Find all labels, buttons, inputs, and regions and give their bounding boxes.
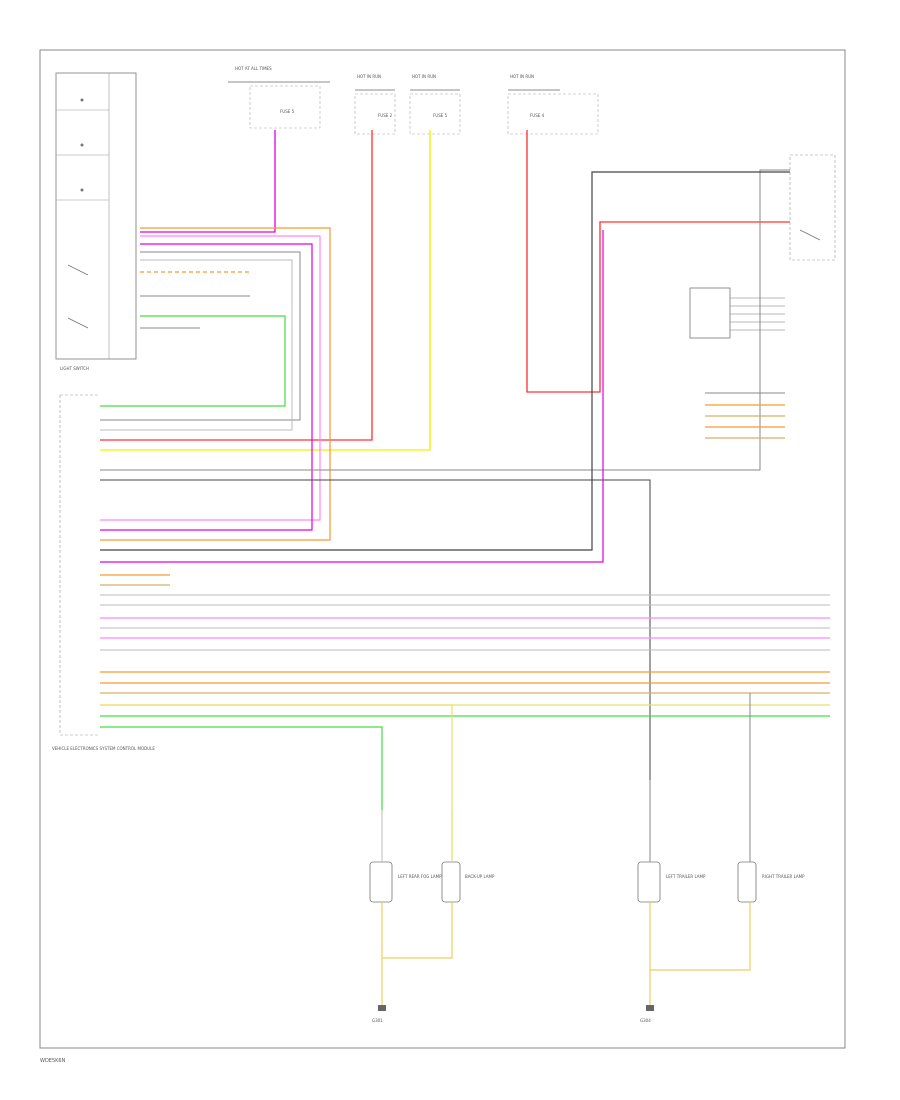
- control-module-label: VEHICLE ELECTRONICS SYSTEM CONTROL MODUL…: [52, 746, 155, 751]
- power-source-2: HOT IN RUN: [357, 74, 381, 79]
- wire-yellow-feed: [100, 130, 431, 451]
- lamp-4-label: RIGHT TRAILER LAMP: [762, 874, 805, 879]
- ground-g301: G301: [372, 1005, 386, 1023]
- lamp-right-trailer: RIGHT TRAILER LAMP: [737, 861, 805, 903]
- wire-bus-14: [100, 726, 383, 810]
- right-switch-component: [789, 154, 836, 261]
- sheet-border: [39, 49, 846, 1049]
- wire-lsw-3: [100, 243, 313, 531]
- sheet-code: WDE5K6N: [40, 1058, 66, 1064]
- power-source-3: HOT IN RUN: [412, 74, 436, 79]
- fuse-label-4: FUSE 4: [530, 113, 545, 118]
- wire-lsw-5: [100, 259, 293, 431]
- wire-bus-violet-1: [100, 230, 604, 563]
- wire-red-feed: [100, 130, 373, 441]
- light-switch-component: LIGHT SWITCH: [55, 72, 137, 371]
- wire-ground-left: [381, 902, 453, 1005]
- control-module-component: VEHICLE ELECTRONICS SYSTEM CONTROL MODUL…: [52, 394, 155, 751]
- fuse-label-2: FUSE 2: [378, 113, 393, 118]
- trailer-connector-wires: [705, 392, 785, 439]
- lamp-2-label: BACK-UP LAMP: [465, 874, 495, 879]
- connector-block: [689, 287, 785, 339]
- fuse-label-3: FUSE 5: [433, 113, 448, 118]
- wire-violet-feed: [140, 130, 276, 233]
- ground-g304-label: G304: [640, 1018, 651, 1023]
- power-source-4: HOT IN RUN: [510, 74, 534, 79]
- power-source-1: HOT AT ALL TIMES: [235, 66, 272, 71]
- wire-lsw-4: [100, 251, 301, 421]
- wire-ground-right: [649, 902, 751, 1005]
- fuse-label-1: FUSE 5: [280, 109, 295, 114]
- wire-lsw-2: [100, 235, 321, 521]
- wire-bus-gray-1: [100, 169, 790, 471]
- light-switch-label: LIGHT SWITCH: [60, 366, 89, 371]
- lamp-backup: BACK-UP LAMP: [441, 861, 495, 903]
- lamp-3-label: LEFT TRAILER LAMP: [666, 874, 706, 879]
- lamp-left-trailer: LEFT TRAILER LAMP: [637, 861, 706, 903]
- wire-bus-15: [100, 704, 453, 860]
- power-sources: HOT AT ALL TIMES HOT IN RUN HOT IN RUN H…: [228, 66, 599, 135]
- wire-lsw-1: [100, 227, 331, 541]
- wire-lsw-8: [100, 315, 286, 407]
- wire-pink-feed: [526, 130, 790, 393]
- ground-g301-label: G301: [372, 1018, 383, 1023]
- wire-bus-black-2: [100, 171, 790, 551]
- lamp-1-label: LEFT REAR FOG LAMP: [398, 874, 442, 879]
- lamp-left-rear-fog: LEFT REAR FOG LAMP: [369, 861, 442, 903]
- ground-g304: G304: [640, 1005, 654, 1023]
- wire-bus-black-1: [100, 479, 651, 780]
